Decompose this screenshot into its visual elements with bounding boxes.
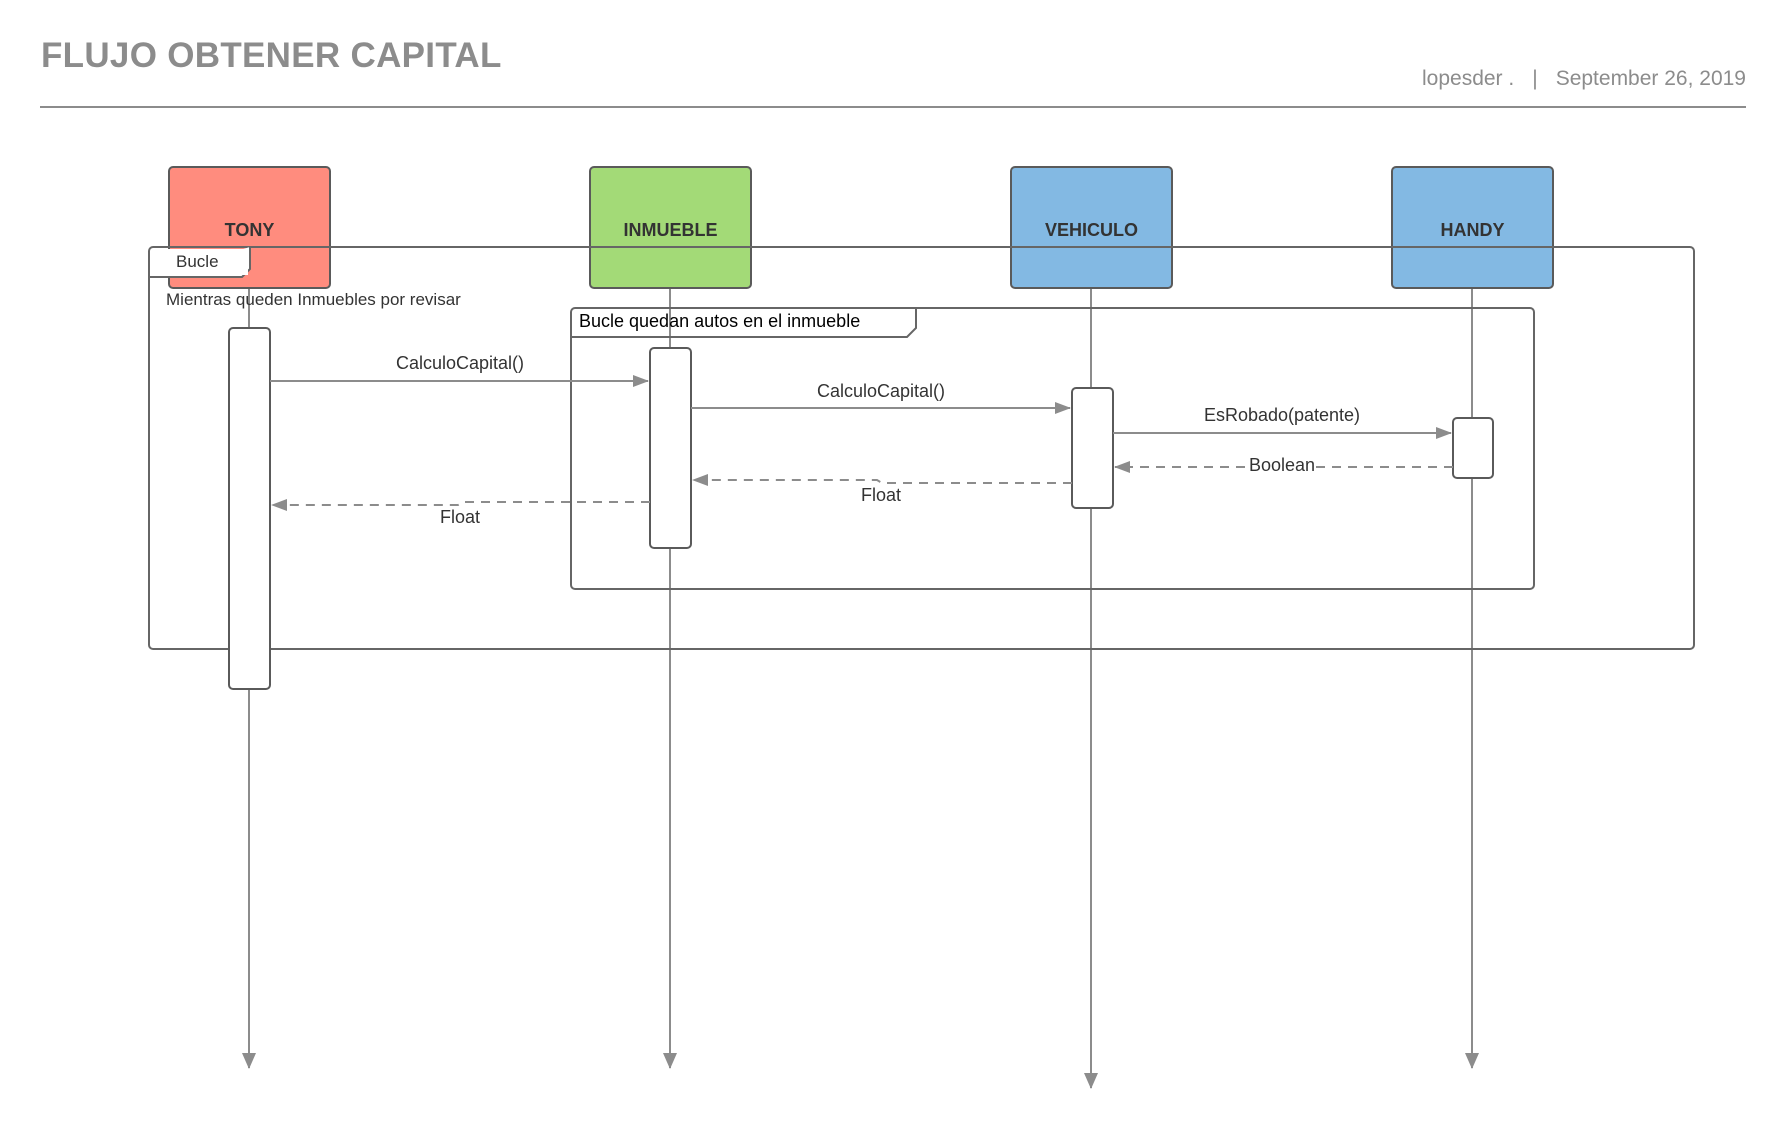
return-label-bg — [1248, 455, 1316, 477]
outer-loop-tag: Bucle — [176, 252, 219, 271]
actor-vehiculo-box — [1010, 166, 1173, 289]
actor-inmueble-label: INMUEBLE — [624, 220, 718, 240]
actor-vehiculo[interactable]: VEHICULO — [1010, 166, 1173, 289]
actor-vehiculo-label: VEHICULO — [1045, 220, 1138, 240]
actor-handy-box — [1391, 166, 1554, 289]
document-meta: lopesder . | September 26, 2019 — [1422, 67, 1746, 91]
message-label: EsRobado(patente) — [1204, 405, 1360, 425]
return-label: Boolean — [1249, 455, 1315, 475]
activation-tony — [228, 327, 271, 690]
message-inmueble-to-vehiculo[interactable]: CalculoCapital() — [691, 381, 1071, 414]
return-label: Float — [861, 485, 901, 505]
inner-loop-border — [570, 307, 1535, 590]
activation-vehiculo — [1071, 387, 1114, 509]
outer-loop-border — [148, 246, 1695, 650]
actor-handy-label: HANDY — [1440, 220, 1504, 240]
header-divider — [40, 106, 1746, 108]
lifeline-vehiculo-arrowhead — [1084, 1073, 1098, 1089]
outer-loop-tag-bg — [151, 249, 248, 275]
meta-separator: | — [1532, 67, 1538, 90]
message-label: CalculoCapital() — [817, 381, 945, 401]
author-name: lopesder . — [1421, 67, 1515, 90]
inner-loop-tag-shape — [571, 308, 917, 338]
message-tony-to-inmueble[interactable]: CalculoCapital() — [270, 353, 649, 387]
actor-tony-label: TONY — [225, 220, 275, 240]
lifeline-tony-arrowhead — [242, 1053, 256, 1069]
message-vehiculo-to-handy[interactable]: EsRobado(patente) — [1113, 405, 1452, 439]
document-date: September 26, 2019 — [1555, 67, 1746, 90]
inner-loop-frame[interactable]: Bucle quedan autos en el inmueble — [570, 307, 1535, 590]
return-line — [271, 499, 650, 511]
inner-loop-tag: Bucle quedan autos en el inmueble — [579, 311, 860, 331]
actor-inmueble-box — [589, 166, 752, 289]
return-inmueble-to-tony[interactable]: Float — [271, 499, 650, 527]
return-vehiculo-to-inmueble[interactable]: Float — [692, 474, 1072, 505]
return-label: Float — [440, 507, 480, 527]
activation-inmueble — [649, 347, 692, 549]
activation-handy — [1452, 417, 1494, 479]
return-handy-to-vehiculo[interactable]: Boolean — [1114, 455, 1453, 477]
lifeline-handy-arrowhead — [1465, 1053, 1479, 1069]
actor-handy[interactable]: HANDY — [1391, 166, 1554, 289]
outer-loop-guard: Mientras queden Inmuebles por revisar — [166, 290, 461, 309]
message-label: CalculoCapital() — [396, 353, 524, 373]
actor-inmueble[interactable]: INMUEBLE — [589, 166, 752, 289]
outer-loop-frame[interactable]: Bucle Mientras queden Inmuebles por revi… — [148, 246, 1695, 650]
lifeline-inmueble-arrowhead — [663, 1053, 677, 1069]
return-line — [692, 474, 1072, 486]
page-title: FLUJO OBTENER CAPITAL — [41, 36, 502, 75]
